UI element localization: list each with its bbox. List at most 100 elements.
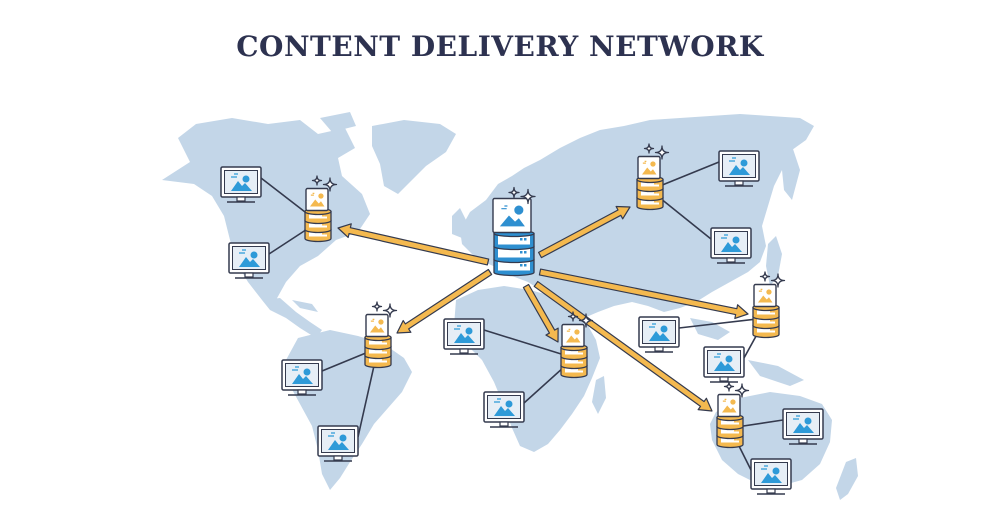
server-disk-face xyxy=(757,326,775,333)
sparkle-icon xyxy=(654,145,670,160)
cloud-icon xyxy=(714,353,721,358)
edge-africa xyxy=(560,311,594,379)
server-led xyxy=(653,200,657,203)
mountain-icon xyxy=(494,406,515,416)
server-led xyxy=(520,264,523,267)
server-led xyxy=(769,328,773,331)
cloud-icon xyxy=(310,192,315,196)
client-sa-1 xyxy=(281,359,323,396)
arrow-edge-north-america xyxy=(337,223,490,266)
cloud-icon xyxy=(758,288,763,292)
sparkle-icon xyxy=(643,143,655,154)
server-disk-face xyxy=(498,234,530,245)
islands-southeast-asia-1 xyxy=(690,318,730,340)
server-led xyxy=(580,359,583,362)
island-madagascar xyxy=(592,376,606,414)
server-led xyxy=(524,251,527,254)
cloud-icon xyxy=(231,173,238,178)
sun-icon xyxy=(339,434,347,442)
sparkle-icon xyxy=(371,301,383,312)
server-led xyxy=(381,340,385,343)
delivery-arrows xyxy=(337,205,749,412)
picture-frame xyxy=(492,197,532,234)
server-led xyxy=(324,232,327,235)
mountain-icon xyxy=(793,423,814,433)
server-led xyxy=(381,358,385,361)
server-led xyxy=(733,438,737,441)
cloud-icon xyxy=(454,325,461,330)
client-ea-1 xyxy=(638,316,680,353)
server-disk-face xyxy=(309,212,327,219)
server-led xyxy=(577,368,581,371)
sun-icon xyxy=(732,236,740,244)
sun-icon xyxy=(804,417,812,425)
server-disk-face xyxy=(757,317,775,324)
arrow-edge-east-asia xyxy=(538,268,749,320)
sparkle-icon xyxy=(734,383,750,398)
server-led xyxy=(733,429,737,432)
picture-frame xyxy=(637,155,661,180)
mountain-icon xyxy=(649,331,670,341)
server-led xyxy=(324,223,327,226)
client-af-2 xyxy=(483,391,525,428)
mountain-icon xyxy=(565,335,581,343)
mountain-icon xyxy=(499,215,525,227)
content-image-icon xyxy=(717,393,741,418)
mountain-icon xyxy=(309,199,325,207)
monitor-screen xyxy=(714,231,748,255)
cloud-icon xyxy=(328,432,335,437)
mountain-icon xyxy=(729,165,750,175)
monitor-neck xyxy=(236,196,246,202)
edge-south-america xyxy=(364,301,398,369)
monitor-screen xyxy=(786,412,820,436)
server-disk-face xyxy=(757,308,775,315)
server-led xyxy=(577,359,581,362)
server-disk-face xyxy=(721,436,739,443)
sun-icon xyxy=(660,325,668,333)
sun-icon xyxy=(242,175,250,183)
mountain-icon xyxy=(714,361,735,371)
client-sa-2 xyxy=(317,425,359,462)
mountain-icon xyxy=(369,325,385,333)
server-disk-face xyxy=(309,230,327,237)
server-led xyxy=(656,182,659,185)
sparkle-icon xyxy=(578,313,594,328)
server-led xyxy=(524,238,527,241)
picture-frame xyxy=(753,283,777,308)
cloud-icon xyxy=(761,465,768,470)
server-led xyxy=(577,350,581,353)
monitor-screen xyxy=(707,350,741,374)
server-led xyxy=(736,420,739,423)
edge-australia xyxy=(716,381,750,449)
client-af-1 xyxy=(443,318,485,355)
client-asia-2 xyxy=(710,227,752,264)
mountain-icon xyxy=(721,242,742,252)
server-disk-face xyxy=(641,189,659,196)
arrow-edge-asia-north xyxy=(537,205,631,259)
sparkle-icon xyxy=(382,303,398,318)
island-arctic-2 xyxy=(320,112,356,132)
sun-icon xyxy=(766,289,772,295)
monitor-screen xyxy=(722,154,756,178)
monitor-neck xyxy=(333,455,343,461)
origin-server xyxy=(492,186,536,277)
island-arctic-1 xyxy=(272,126,310,150)
server-disk-face xyxy=(565,357,583,364)
server-led xyxy=(520,251,523,254)
server-led xyxy=(324,214,327,217)
picture-frame xyxy=(717,393,741,418)
server-led xyxy=(656,200,659,203)
server-led xyxy=(321,214,325,217)
continent-greenland xyxy=(372,120,456,194)
sun-icon xyxy=(250,251,258,259)
mountain-icon xyxy=(231,181,252,191)
monitor-neck xyxy=(726,257,736,263)
content-image-icon xyxy=(561,323,585,348)
server-led xyxy=(772,319,775,322)
client-au-1 xyxy=(782,408,824,445)
island-new-zealand xyxy=(836,458,858,500)
sun-icon xyxy=(725,355,733,363)
sun-icon xyxy=(303,368,311,376)
server-led xyxy=(381,349,385,352)
